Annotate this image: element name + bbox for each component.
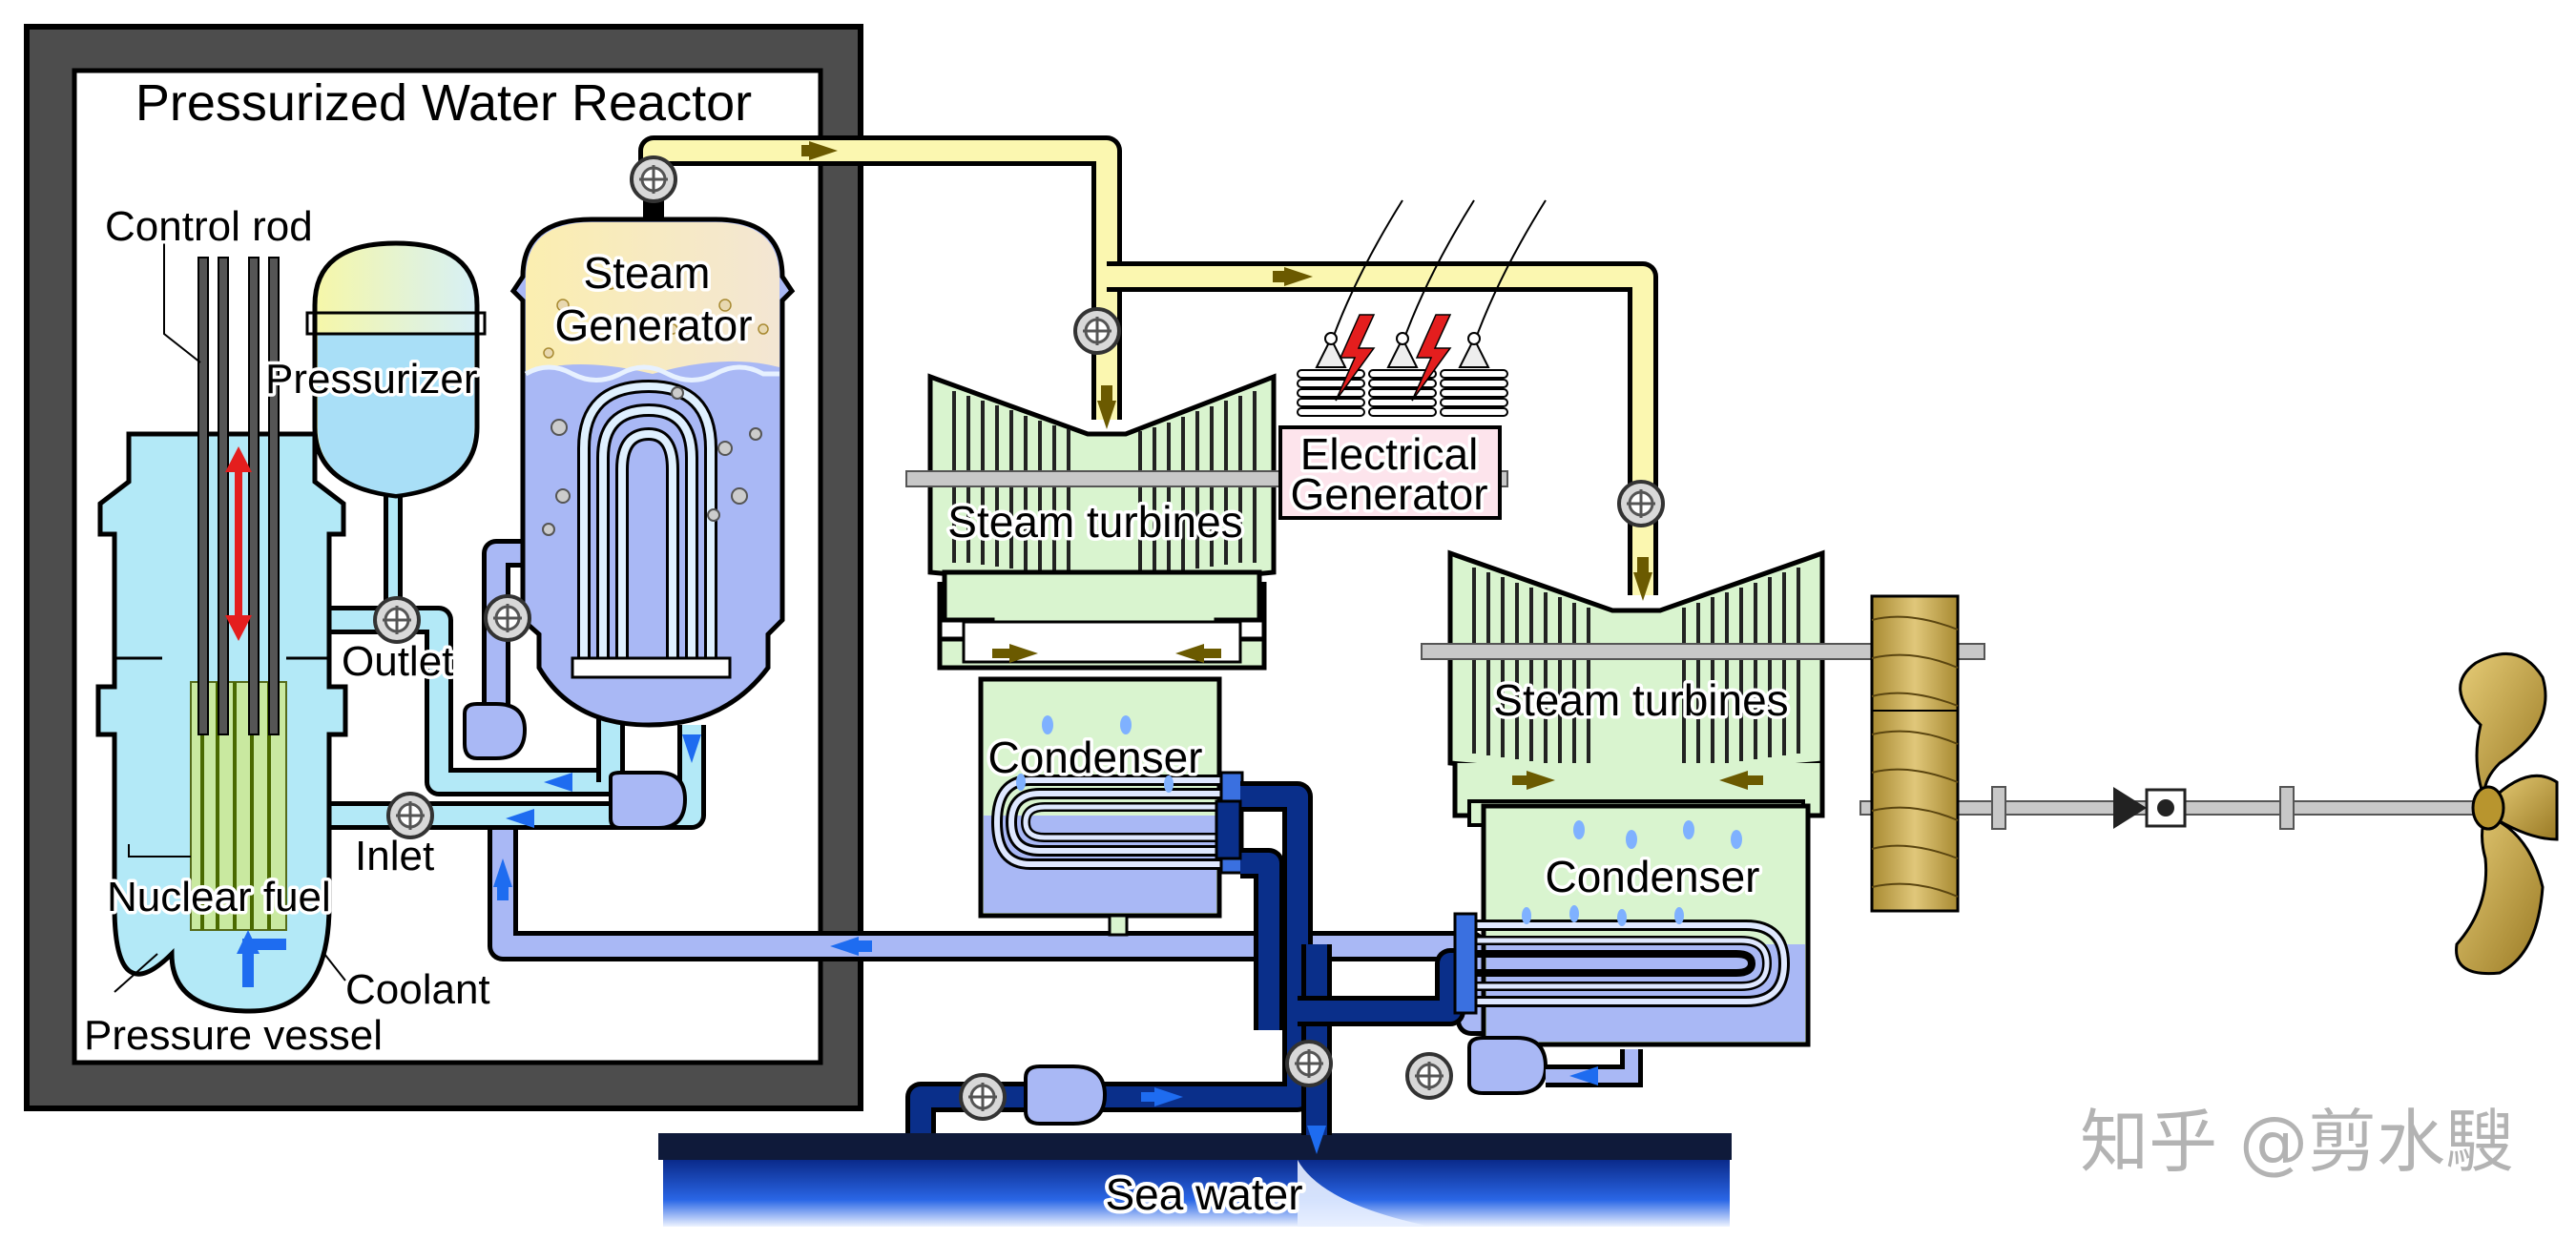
valve-turbine-1 — [1073, 307, 1121, 355]
sea-water: Sea water — [658, 1133, 1732, 1227]
control-rods — [197, 257, 280, 735]
pressurizer — [305, 240, 487, 620]
inlet-label: Inlet — [355, 833, 434, 879]
condenser-1: Condenser — [978, 676, 1244, 937]
reduction-gear — [1870, 594, 1960, 913]
feed-pump-2 — [1467, 1036, 1548, 1095]
electrical-generator-label-1: Electrical — [1300, 429, 1479, 479]
insulator-3 — [1440, 332, 1508, 417]
pressure-vessel — [95, 257, 348, 1014]
valve-sea-1 — [959, 1073, 1007, 1121]
propeller-shaft — [1859, 786, 2558, 830]
condenser-label-1: Condenser — [987, 733, 1202, 782]
rod-movement-arrow — [225, 446, 252, 641]
valve-turbine-2 — [1617, 480, 1665, 527]
sea-pump — [1024, 1064, 1108, 1126]
primary-pump-2 — [609, 771, 688, 830]
sea-water-label: Sea water — [1105, 1169, 1302, 1219]
valve-sea-2 — [1285, 1040, 1333, 1087]
outlet-label: Outlet — [342, 638, 453, 685]
coolant-label: Coolant — [345, 966, 490, 1013]
steam-generator-label-1: Steam — [584, 248, 711, 298]
electrical-generator: Electrical Generator — [1278, 199, 1547, 523]
pressurizer-label: Pressurizer — [265, 356, 478, 403]
electrical-generator-label-2: Generator — [1290, 469, 1487, 519]
steam-turbines-label-2: Steam turbines — [1493, 675, 1788, 725]
steam-generator — [509, 191, 796, 728]
leader-lines — [114, 234, 346, 993]
condenser-label-2: Condenser — [1545, 852, 1759, 901]
reactor-title: Pressurized Water Reactor — [135, 74, 752, 132]
pressure-vessel-label: Pressure vessel — [84, 1012, 383, 1059]
condenser-tubes-2 — [1453, 912, 1791, 1015]
valve-feed-2 — [1405, 1052, 1453, 1100]
flow-arrow — [809, 141, 838, 160]
steam-turbines-label-1: Steam turbines — [947, 497, 1242, 547]
control-rod-label: Control rod — [105, 203, 313, 250]
watermark: 知乎 @剪水騪 — [2080, 1102, 2514, 1182]
insulator-1 — [1297, 332, 1365, 417]
nuclear-fuel-label: Nuclear fuel — [107, 874, 331, 920]
valve-sg-inlet — [484, 594, 531, 642]
valve-outlet — [373, 596, 421, 644]
steam-generator-label-2: Generator — [554, 300, 752, 350]
turbine-shaft-2 — [1421, 643, 1985, 660]
lightning-icon — [1335, 314, 1376, 402]
valve-steam-main — [630, 155, 677, 203]
steam-turbine-1: Steam turbines — [905, 373, 1508, 671]
propeller — [2455, 651, 2559, 976]
primary-pump-1 — [463, 702, 528, 760]
valve-inlet — [386, 792, 434, 839]
condenser-2: Condenser — [1405, 799, 1811, 1100]
lightning-icon — [1411, 314, 1452, 402]
